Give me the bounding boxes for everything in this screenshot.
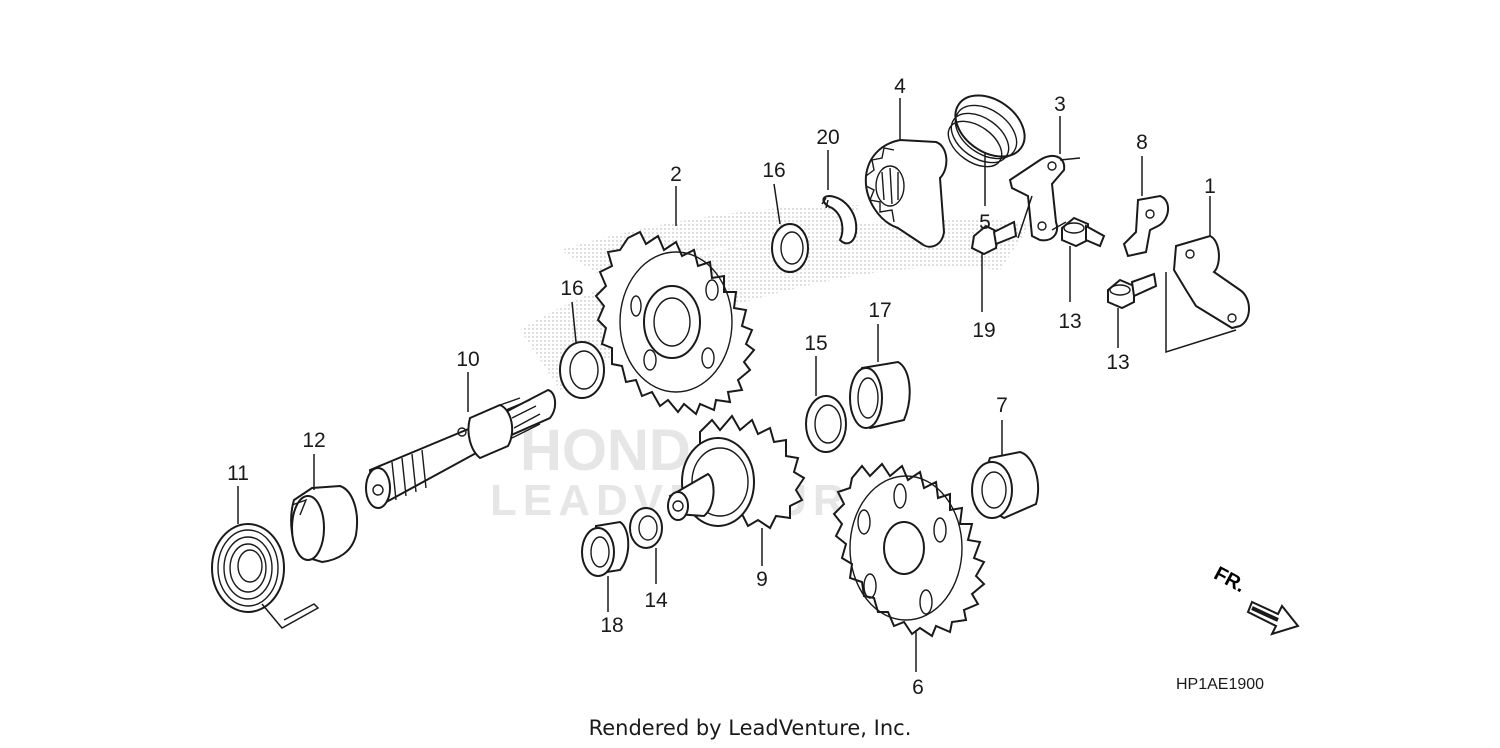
callout-7: 7 — [996, 394, 1008, 417]
callout-11: 11 — [227, 462, 249, 485]
callout-19: 19 — [972, 319, 995, 342]
callout-17: 17 — [868, 299, 891, 322]
callout-2: 2 — [670, 163, 682, 186]
callout-10: 10 — [456, 348, 479, 371]
callout-16-lower: 16 — [560, 277, 583, 300]
part-6-gear — [832, 462, 986, 638]
part-15-washer — [805, 395, 847, 453]
callout-5: 5 — [979, 211, 991, 234]
part-16-washer-lower — [559, 341, 605, 399]
part-7-collar — [971, 450, 1040, 520]
part-16-washer-upper — [771, 223, 809, 273]
front-label: FR. — [1210, 563, 1249, 598]
callout-1: 1 — [1204, 175, 1216, 198]
part-9-gear — [667, 414, 806, 530]
callout-15: 15 — [804, 332, 827, 355]
part-14-washer — [629, 507, 663, 549]
callout-3: 3 — [1054, 93, 1066, 116]
diagram-code: HP1AE1900 — [1176, 676, 1264, 693]
part-8-stopper — [1122, 194, 1169, 258]
part-13-bolt-lower — [1107, 272, 1158, 310]
part-5-spring — [947, 94, 1026, 168]
callout-16-upper: 16 — [762, 159, 785, 182]
part-4-ratchet — [864, 138, 948, 248]
part-10-spindle — [365, 388, 556, 509]
callout-14: 14 — [644, 589, 668, 612]
part-1-plate — [1172, 234, 1250, 330]
part-19-bolt — [970, 220, 1018, 256]
front-indicator: FR. — [1210, 563, 1300, 636]
part-2-gear — [594, 230, 756, 416]
callout-12: 12 — [302, 429, 325, 452]
callout-4: 4 — [894, 75, 906, 98]
credit-text: Rendered by LeadVenture, Inc. — [589, 716, 912, 740]
part-12-collar — [290, 484, 358, 564]
callout-9: 9 — [756, 568, 768, 591]
part-17-bearing — [849, 360, 911, 430]
callout-13-lower: 13 — [1106, 351, 1129, 374]
leader-lines — [237, 98, 1237, 672]
callout-18: 18 — [600, 614, 623, 637]
callout-8: 8 — [1136, 131, 1148, 154]
callout-6: 6 — [912, 676, 924, 699]
callouts: 1 2 3 4 5 6 7 8 9 10 11 12 13 13 14 15 1… — [227, 75, 1216, 699]
part-3-plate — [1008, 154, 1081, 242]
part-13-bolt-upper — [1061, 216, 1106, 248]
part-18-bearing — [581, 520, 630, 577]
part-20-circlip — [821, 194, 858, 245]
callout-20: 20 — [816, 126, 839, 149]
callout-13-upper: 13 — [1058, 310, 1081, 333]
watermark-wing — [520, 218, 1030, 390]
part-11-spring — [211, 523, 320, 629]
